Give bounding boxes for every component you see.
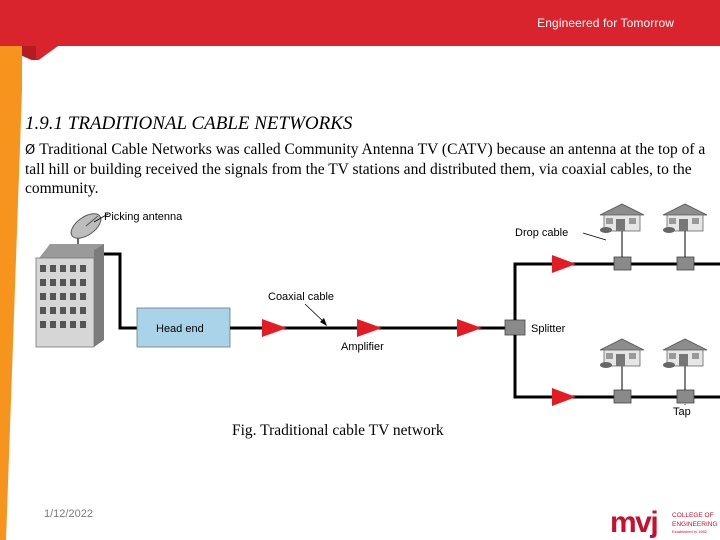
- splitter-node: [504, 319, 526, 336]
- coaxial-label: Coaxial cable: [268, 291, 334, 303]
- logo-line-3: Established in 1982: [672, 529, 708, 534]
- amplifier-3: [457, 319, 482, 337]
- house-icon: [599, 203, 645, 233]
- branch-amplifier-top: [552, 255, 576, 273]
- amplifier-1: [262, 319, 287, 337]
- slide-date: 1/12/2022: [44, 508, 93, 520]
- logo-mark: mvj: [610, 506, 657, 539]
- bullet-text: Traditional Cable Networks was called Co…: [25, 141, 706, 197]
- header-tagline: Engineered for Tomorrow: [537, 16, 674, 30]
- building-icon: [35, 244, 104, 348]
- satellite-dish-icon: [70, 213, 102, 244]
- tap-label: Tap: [673, 406, 691, 418]
- amplifier-label: Amplifier: [341, 341, 384, 353]
- tap-node: [613, 389, 632, 404]
- house-icon: [662, 203, 708, 233]
- head-end-label: Head end: [156, 323, 204, 335]
- splitter-label: Splitter: [531, 323, 566, 335]
- house-icon: [662, 338, 708, 368]
- figure-caption: Fig. Traditional cable TV network: [232, 422, 444, 439]
- bullet-arrow-icon: Ø: [25, 143, 36, 158]
- logo-line-2: ENGINEERING: [672, 521, 718, 528]
- tap-node: [676, 256, 695, 271]
- antenna-label: Picking antenna: [104, 211, 183, 223]
- college-logo: mvj COLLEGE OF ENGINEERING Established i…: [610, 506, 718, 539]
- tap-node: [613, 256, 632, 271]
- drop-cable-label: Drop cable: [515, 227, 568, 239]
- branch-amplifier-bottom: [552, 388, 576, 406]
- amplifier-2: [357, 319, 382, 337]
- head-end-box: [136, 307, 231, 348]
- slide-title: 1.9.1 TRADITIONAL CABLE NETWORKS: [25, 113, 353, 134]
- house-icon: [599, 338, 645, 368]
- logo-line-1: COLLEGE OF: [672, 512, 714, 519]
- side-accent: [0, 46, 22, 540]
- tap-node: [676, 389, 695, 404]
